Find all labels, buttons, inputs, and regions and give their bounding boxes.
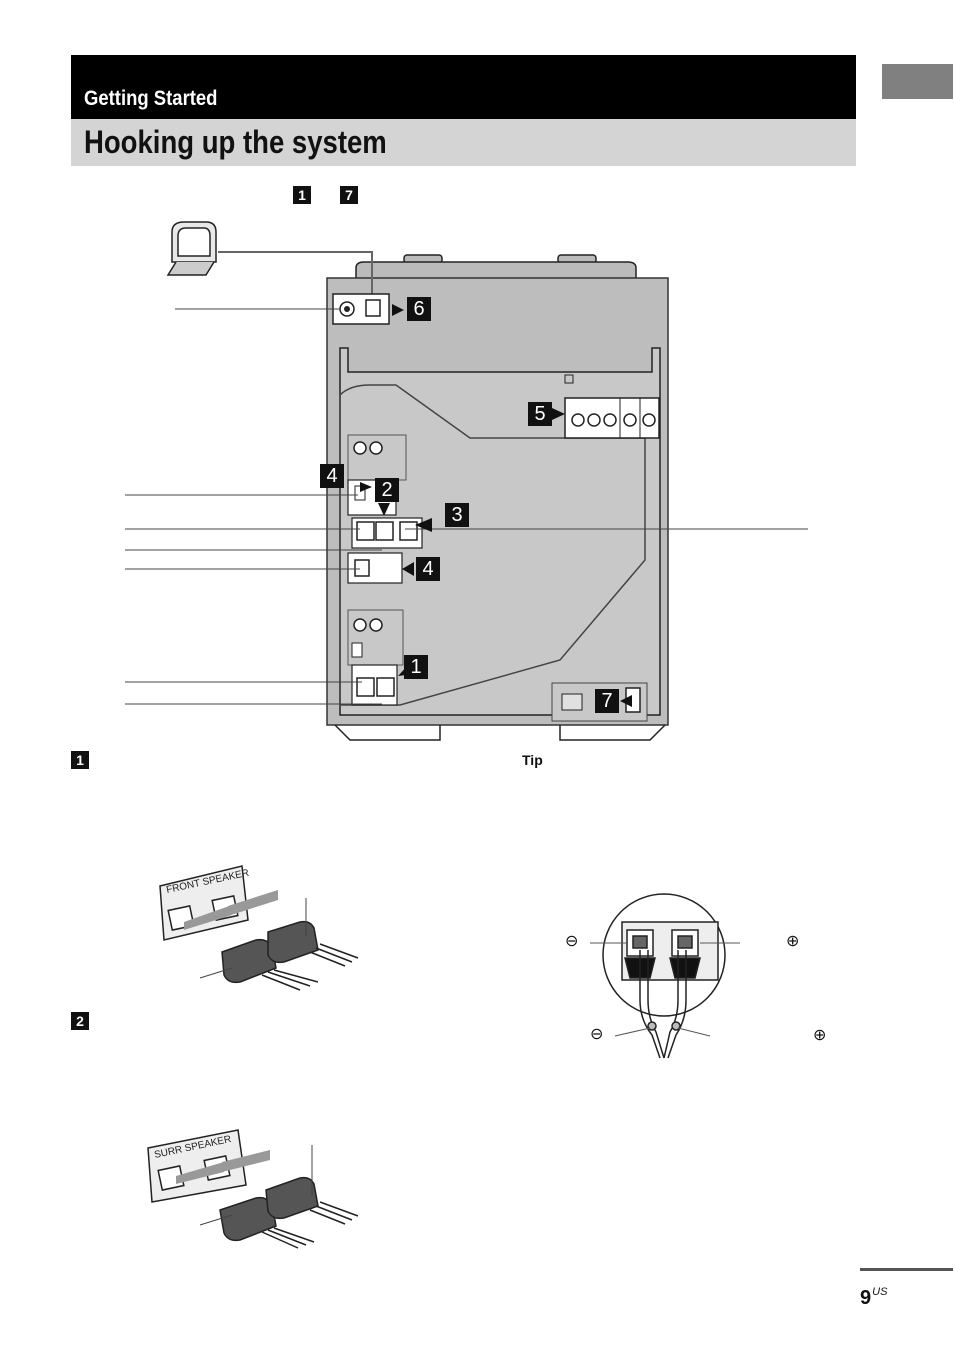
plus-symbol-top: ⊕ — [786, 933, 800, 950]
title-bar: Hooking up the system — [71, 119, 856, 166]
step-range-end-key: 7 — [340, 186, 358, 204]
surround-speaker-jack-illustration — [147, 1129, 359, 1249]
page-number: 9US — [860, 1286, 888, 1309]
step-range-start-key: 1 — [293, 186, 311, 204]
callout-1: 1 — [404, 655, 428, 679]
callout-4-lower: 4 — [416, 557, 440, 581]
minus-symbol-top: ⊖ — [565, 933, 579, 950]
callout-7: 7 — [595, 689, 619, 713]
section-key-2: 2 — [71, 1012, 89, 1030]
loop-antenna-icon — [166, 221, 217, 276]
section-label: Getting Started — [84, 87, 218, 110]
chapter-edge-tab — [882, 64, 953, 99]
plus-symbol-bottom: ⊕ — [813, 1027, 827, 1044]
callout-3: 3 — [445, 503, 469, 527]
callout-6: 6 — [407, 297, 431, 321]
callout-2: 2 — [375, 478, 399, 502]
minus-symbol-bottom: ⊖ — [590, 1026, 604, 1043]
section-key-1: 1 — [71, 751, 89, 769]
front-speaker-jack-illustration — [159, 865, 359, 991]
section-header-bar: Getting Started — [71, 55, 856, 119]
page-title: Hooking up the system — [84, 124, 387, 160]
callout-4-upper: 4 — [320, 464, 344, 488]
callout-5: 5 — [528, 402, 552, 426]
speaker-terminal-closeup — [590, 893, 740, 1059]
footer-rule — [860, 1268, 953, 1271]
tip-heading: Tip — [522, 752, 543, 768]
